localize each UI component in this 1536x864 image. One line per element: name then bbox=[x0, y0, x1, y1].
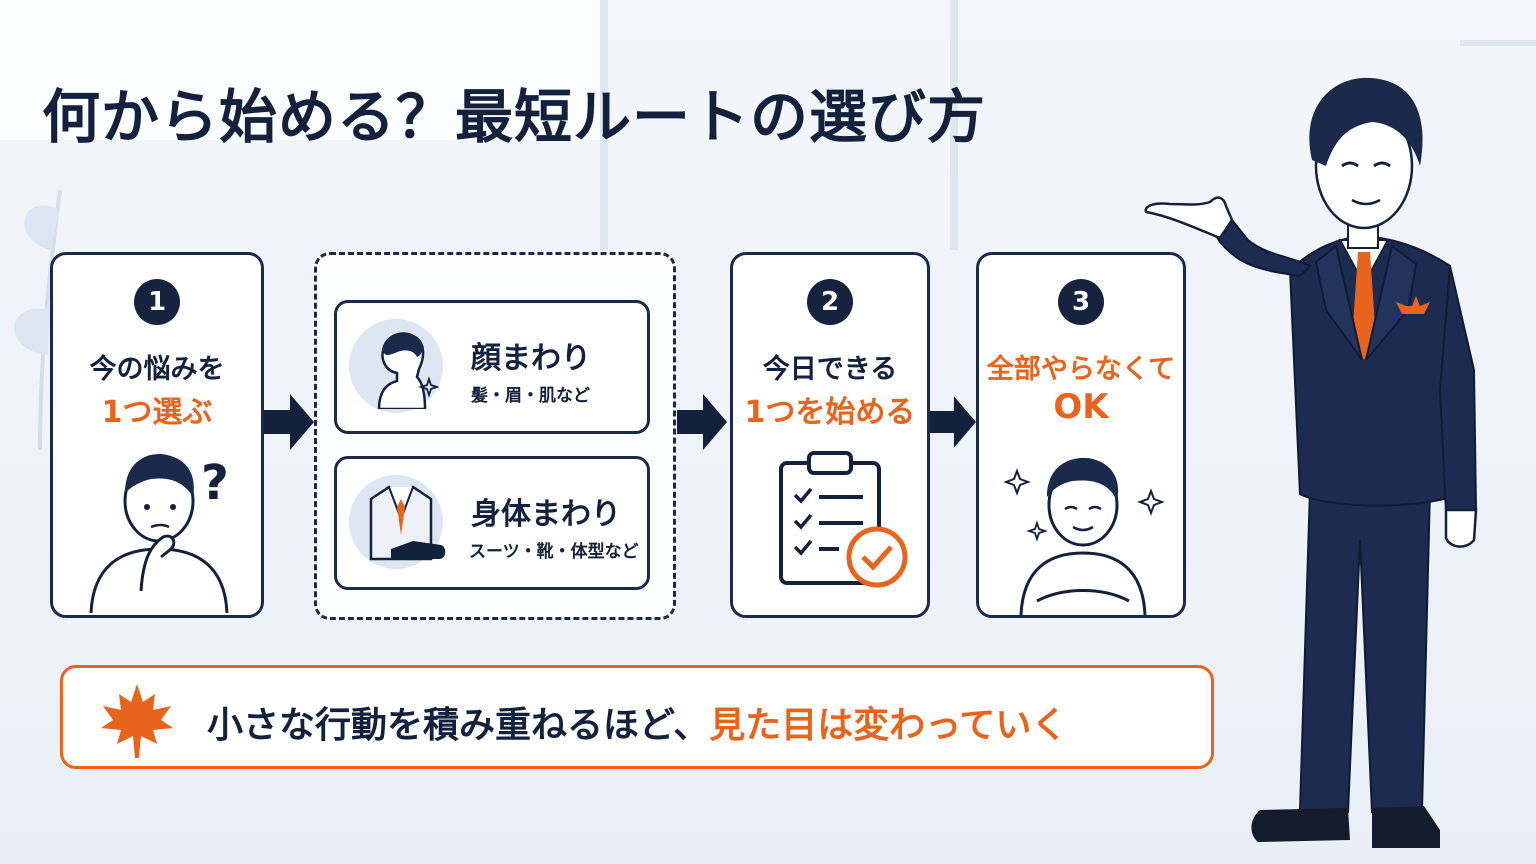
message-highlight: 見た目は変わっていく bbox=[709, 705, 1068, 746]
step-1-line2: 1つ選ぶ bbox=[101, 395, 213, 430]
step-2-line1: 今日できる bbox=[762, 354, 898, 385]
step-badge-3: 3 bbox=[1058, 279, 1104, 325]
message-banner: 小さな行動を積み重ねるほど、見た目は変わっていく bbox=[60, 665, 1214, 769]
arrow-right-icon bbox=[930, 396, 976, 448]
option-body-desc: スーツ・靴・体型など bbox=[469, 542, 639, 562]
step-card-2: 2 今日できる 1つを始める bbox=[730, 252, 930, 618]
clipboard-check-icon bbox=[779, 451, 908, 588]
face-profile-icon bbox=[377, 332, 439, 409]
arrow-right-icon bbox=[264, 394, 314, 450]
step-1-line1: 今の悩みを bbox=[89, 354, 225, 385]
thinking-person-icon bbox=[89, 454, 229, 613]
step-3-line1: 全部やらなくて bbox=[986, 354, 1176, 385]
option-body-title: 身体まわり bbox=[471, 497, 621, 532]
page-title: 何から始める？最短ルートの選び方 bbox=[42, 83, 987, 151]
option-face-desc: 髪・眉・肌など bbox=[471, 386, 590, 406]
message-prefix: 小さな行動を積み重ねるほど、 bbox=[207, 705, 710, 746]
arrow-right-icon bbox=[677, 394, 727, 450]
message-text: 小さな行動を積み重ねるほど、見た目は変わっていく bbox=[207, 696, 1067, 748]
step-badge-1: 1 bbox=[134, 279, 180, 325]
suit-shoe-icon bbox=[369, 485, 446, 561]
step-card-1: 1 今の悩みを 1つ選ぶ ? bbox=[50, 252, 264, 618]
presenter-man-icon bbox=[1144, 77, 1478, 848]
option-face-title: 顔まわり bbox=[471, 341, 591, 376]
question-mark: ? bbox=[201, 455, 229, 511]
option-body: 身体まわり スーツ・靴・体型など bbox=[334, 456, 650, 590]
maple-leaf-icon bbox=[101, 684, 173, 758]
step-3-line2: OK bbox=[1053, 387, 1109, 427]
step-badge-2: 2 bbox=[807, 279, 853, 325]
step-card-3: 3 全部やらなくて OK bbox=[976, 252, 1186, 618]
relaxed-person-icon bbox=[1003, 457, 1165, 615]
step-2-line2: 1つを始める bbox=[744, 395, 916, 430]
option-face: 顔まわり 髪・眉・肌など bbox=[334, 300, 650, 434]
